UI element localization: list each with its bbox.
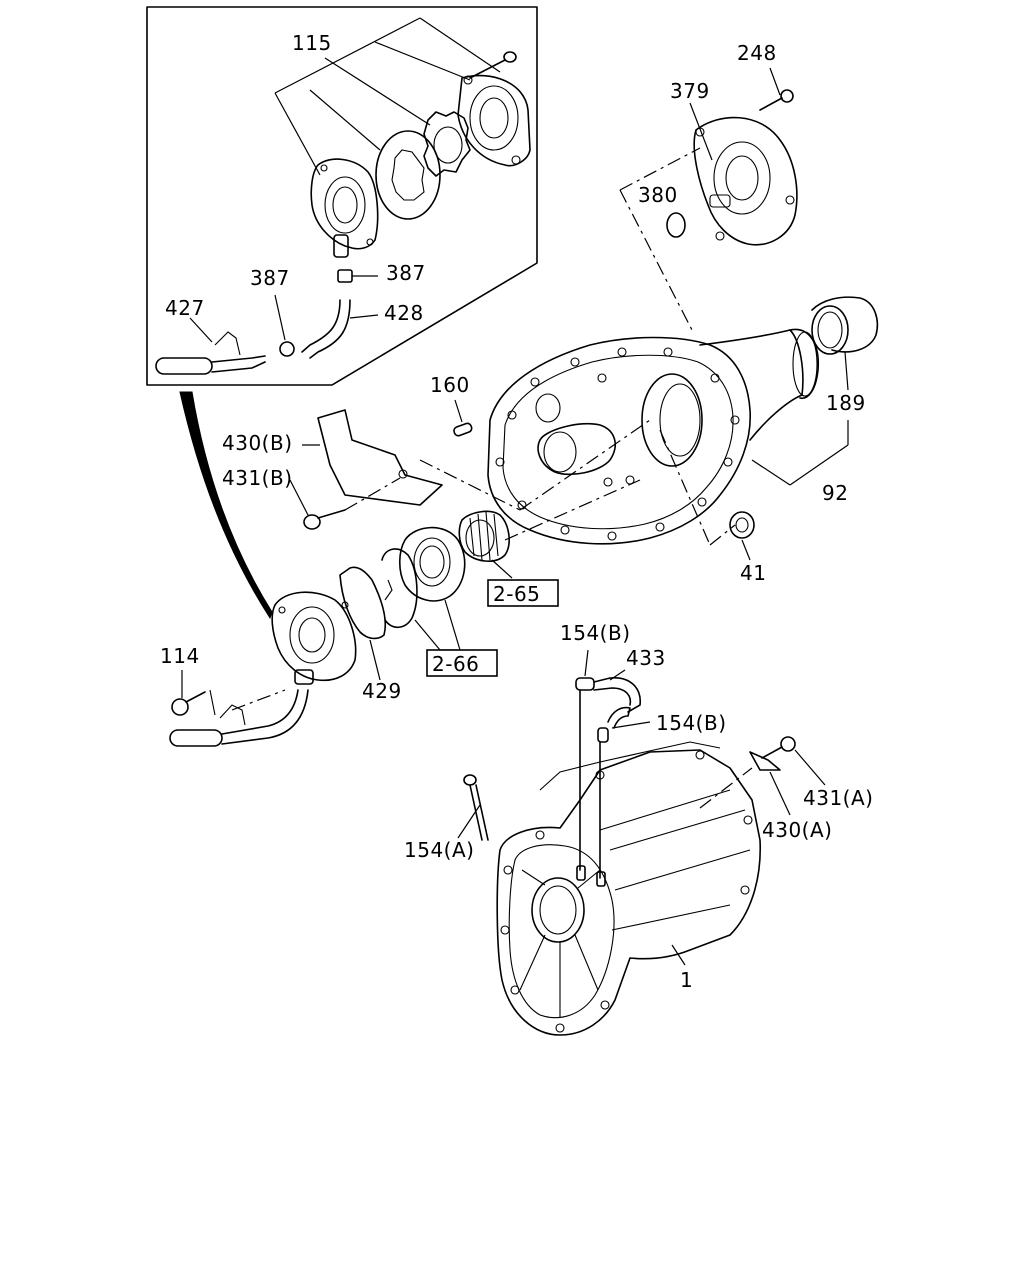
label-154a: 154(A) — [404, 838, 474, 862]
label-380: 380 — [638, 183, 678, 207]
label-2-66: 2-66 — [432, 652, 479, 676]
inset-hose-428 — [301, 299, 379, 359]
label-428: 428 — [384, 301, 424, 325]
pump-cover-379 — [689, 102, 798, 246]
label-154b-mid: 154(B) — [656, 711, 727, 735]
label-160: 160 — [430, 373, 470, 397]
bolt-431a — [761, 736, 826, 786]
breather-tube-assembly — [575, 649, 651, 887]
bushing-189 — [811, 296, 879, 355]
label-433: 433 — [626, 646, 666, 670]
inset-pipe-427 — [155, 294, 295, 375]
label-114: 114 — [160, 644, 200, 668]
bolt-114 — [171, 670, 206, 716]
inset-pump-housing — [310, 158, 379, 258]
rear-housing-92 — [487, 328, 820, 545]
gasket-429 — [339, 566, 387, 681]
label-431a: 431(A) — [803, 786, 873, 810]
collar-2-65 — [458, 510, 513, 579]
inset-fitting-387 — [337, 269, 378, 283]
label-387-right: 387 — [386, 261, 426, 285]
label-429: 429 — [362, 679, 402, 703]
label-430a: 430(A) — [762, 818, 832, 842]
inset-outer-gear-ring — [375, 130, 441, 220]
transfer-case-housing-1 — [496, 741, 762, 1036]
plate-430a — [749, 751, 791, 816]
ref-box-2-66 — [426, 649, 498, 677]
label-2-65: 2-65 — [493, 582, 540, 606]
label-430b: 430(B) — [222, 431, 293, 455]
leader-115 — [274, 17, 501, 176]
label-92: 92 — [822, 481, 848, 505]
snap-ring — [381, 548, 460, 651]
label-387-left: 387 — [250, 266, 290, 290]
label-379: 379 — [670, 79, 710, 103]
label-189: 189 — [826, 391, 866, 415]
label-1: 1 — [680, 968, 693, 992]
bearing-2-66 — [398, 526, 466, 651]
leader-189-92 — [751, 351, 849, 486]
inset-cover-plate — [457, 74, 531, 167]
pump-housing-lower — [271, 591, 357, 685]
label-41: 41 — [740, 561, 766, 585]
label-115: 115 — [292, 31, 332, 55]
lower-pipe — [169, 689, 309, 747]
o-ring-380 — [666, 212, 686, 238]
bolt-248 — [759, 67, 794, 111]
inset-detail-box — [146, 6, 538, 386]
pin-160 — [453, 399, 473, 437]
seal-41 — [729, 511, 755, 561]
connector-arrow — [179, 391, 273, 620]
ref-box-2-65 — [487, 579, 559, 607]
baffle-430b — [302, 409, 443, 506]
label-427: 427 — [165, 296, 205, 320]
assembly-lines — [231, 147, 753, 809]
bolt-431b — [289, 477, 401, 530]
label-154b-top: 154(B) — [560, 621, 631, 645]
label-431b: 431(B) — [222, 466, 293, 490]
bolt-154a — [457, 774, 489, 841]
inset-inner-gear — [423, 111, 471, 177]
label-248: 248 — [737, 41, 777, 65]
